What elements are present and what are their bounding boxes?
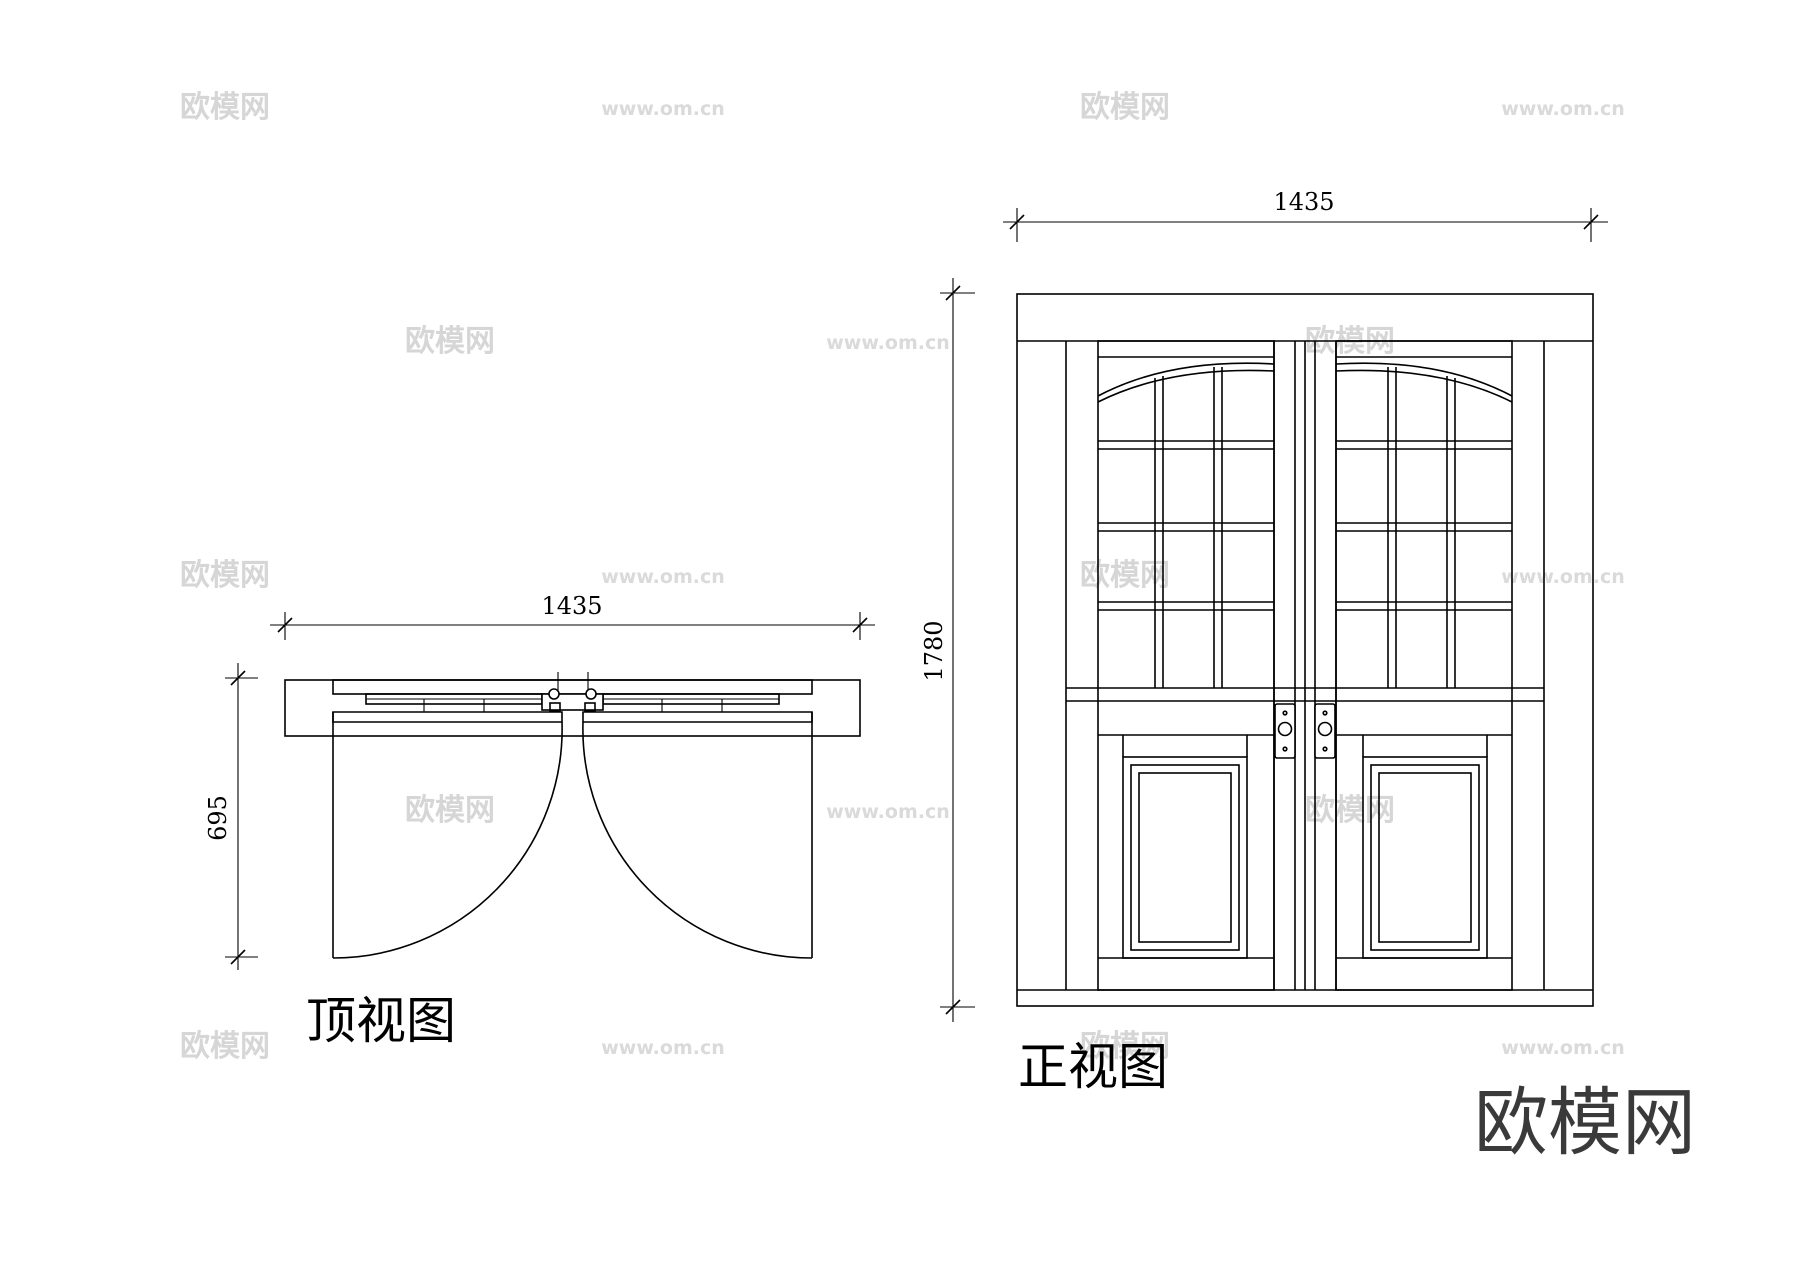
- right-handle-icon: [1314, 703, 1336, 759]
- watermark-text: 欧模网: [180, 558, 270, 593]
- watermark-text: 欧模网: [1305, 793, 1395, 828]
- front-view-title: 正视图: [1018, 1038, 1168, 1096]
- watermark-url: www.om.cn: [601, 1037, 725, 1059]
- watermark-text: 欧模网: [1080, 558, 1170, 593]
- watermark-url: www.om.cn: [1501, 1037, 1625, 1059]
- front-view-right-leaf: [1335, 340, 1513, 991]
- top-view-title: 顶视图: [306, 992, 456, 1050]
- front-view-handles: [1274, 703, 1336, 759]
- watermark-text: 欧模网: [405, 793, 495, 828]
- watermark-text: 欧模网: [1080, 1029, 1170, 1064]
- front-view-left-leaf: [1097, 340, 1275, 991]
- top-view-width-dimension: 1435: [270, 592, 875, 640]
- top-view-depth-label: 695: [204, 795, 232, 841]
- watermark-text: 欧模网: [180, 1029, 270, 1064]
- front-view-height-dimension: 1780: [920, 278, 975, 1022]
- watermark-text: 欧模网: [180, 90, 270, 125]
- left-handle-icon: [1274, 703, 1296, 759]
- top-view-door-leaves: [332, 711, 813, 959]
- watermark-url: www.om.cn: [1501, 566, 1625, 588]
- watermark-url: www.om.cn: [601, 98, 725, 120]
- watermark-text: 欧模网: [405, 324, 495, 359]
- watermark-url: www.om.cn: [1501, 98, 1625, 120]
- watermark-url: www.om.cn: [826, 332, 950, 354]
- front-view-width-dimension: 1435: [1003, 188, 1608, 242]
- front-view-width-label: 1435: [1273, 188, 1334, 216]
- top-view-width-label: 1435: [541, 592, 602, 620]
- watermark-url: www.om.cn: [826, 801, 950, 823]
- top-view-depth-dimension: 695: [204, 663, 258, 970]
- watermark-url: www.om.cn: [601, 566, 725, 588]
- front-view-center-stiles: [1294, 341, 1316, 990]
- front-view: 1435 1780: [920, 188, 1608, 1096]
- watermark-text: 欧模网: [1080, 90, 1170, 125]
- front-view-height-label: 1780: [920, 620, 948, 681]
- brand-logo: 欧模网: [1474, 1080, 1696, 1166]
- top-view-frame: [284, 672, 861, 737]
- top-view: 1435 695: [204, 592, 875, 1050]
